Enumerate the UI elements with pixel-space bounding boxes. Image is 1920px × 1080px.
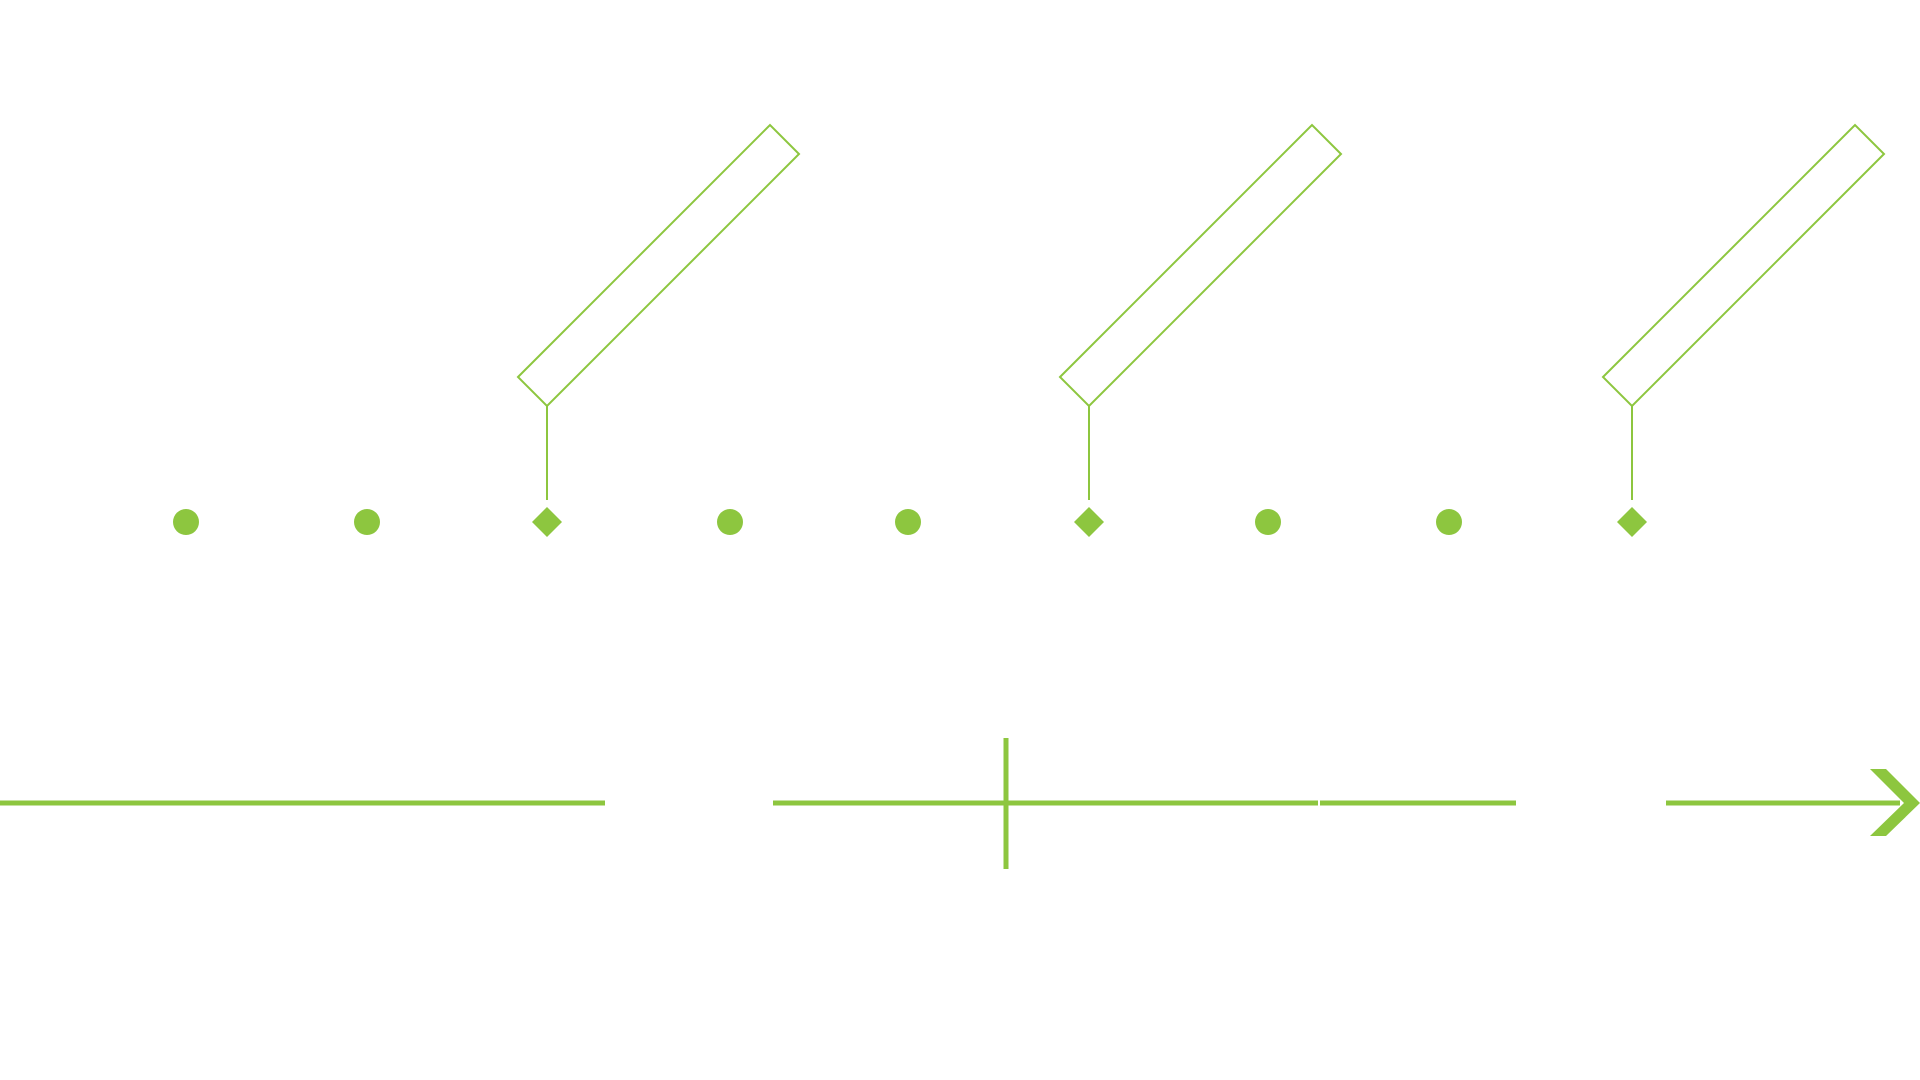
timeline-markers bbox=[173, 507, 1647, 537]
circle-dot-icon bbox=[895, 509, 921, 535]
circle-dot-icon bbox=[354, 509, 380, 535]
milestone-flag-3 bbox=[1601, 123, 1886, 500]
label-flag-icon bbox=[516, 123, 801, 408]
timeline-axis bbox=[0, 738, 1920, 869]
label-flag-icon bbox=[1058, 123, 1343, 408]
milestone-flag-1 bbox=[516, 123, 801, 500]
label-flag-icon bbox=[1601, 123, 1886, 408]
diamond-icon bbox=[532, 507, 562, 537]
circle-dot-icon bbox=[1436, 509, 1462, 535]
diamond-icon bbox=[1617, 507, 1647, 537]
circle-dot-icon bbox=[173, 509, 199, 535]
circle-dot-icon bbox=[717, 509, 743, 535]
circle-dot-icon bbox=[1255, 509, 1281, 535]
milestone-flag-2 bbox=[1058, 123, 1343, 500]
diamond-icon bbox=[1074, 507, 1104, 537]
arrow-right-icon bbox=[1870, 769, 1920, 836]
milestone-flags bbox=[516, 123, 1886, 500]
